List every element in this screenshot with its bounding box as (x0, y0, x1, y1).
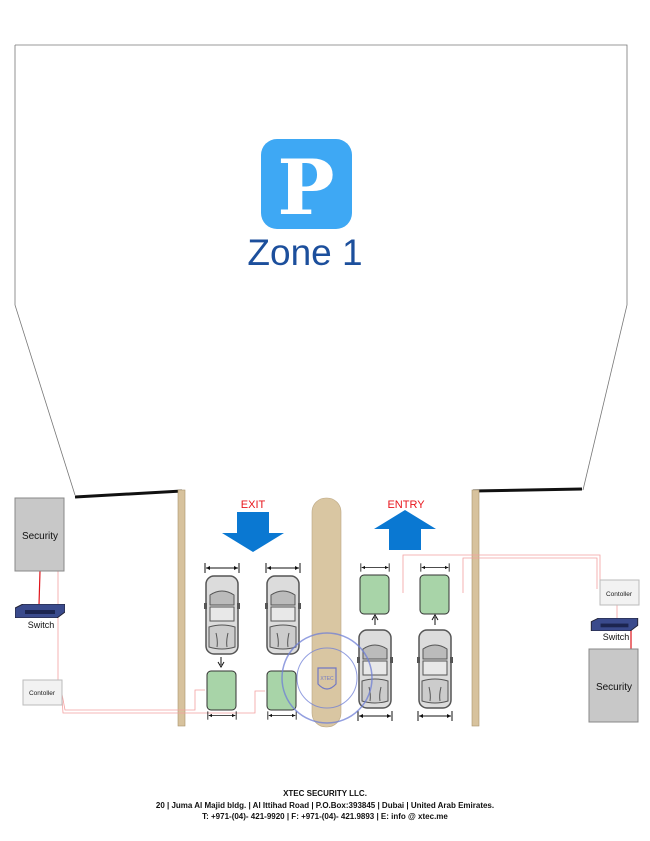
zone-title: Zone 1 (247, 232, 362, 273)
barrier-reader[interactable] (359, 574, 390, 615)
security-switch-link-left (38, 570, 41, 606)
entry-arrow-icon (374, 510, 436, 550)
dimension-marker (265, 563, 301, 573)
car-icon (417, 629, 453, 709)
left-post (177, 489, 186, 727)
car-icon (357, 629, 393, 709)
down-arrow-icon (217, 657, 225, 668)
controller-left[interactable] (22, 679, 63, 706)
footer-company: XTEC SECURITY LLC. (283, 789, 367, 798)
network-switch-icon[interactable] (590, 618, 639, 631)
controller-label: Contoller (29, 690, 56, 697)
up-arrow-icon (431, 614, 439, 625)
zone-outline (14, 44, 628, 496)
footer-contact: T: +971-(04)- 421-9920 | F: +971-(04)- 4… (202, 812, 448, 821)
exit-arrow-icon (222, 512, 284, 552)
barrier-reader[interactable] (206, 670, 237, 711)
stamp-center-text: XTEC (320, 676, 334, 682)
security-label: Security (596, 682, 632, 693)
barrier-reader[interactable] (266, 670, 297, 711)
cabling (57, 554, 618, 714)
dimension-marker (207, 711, 237, 720)
controller-label: Contoller (606, 591, 633, 598)
security-label: Security (22, 531, 58, 542)
controller-right[interactable] (599, 579, 640, 606)
exit-label: EXIT (241, 499, 266, 511)
entry-label: ENTRY (387, 499, 425, 511)
footer: XTEC SECURITY LLC. 20 | Juma Al Majid bl… (0, 788, 650, 823)
car-icon (265, 575, 301, 655)
dimension-marker (417, 711, 453, 721)
barrier-reader[interactable] (419, 574, 450, 615)
up-arrow-icon (371, 614, 379, 625)
switch-label: Switch (603, 632, 630, 642)
car-icon (204, 575, 240, 655)
right-post (471, 489, 480, 727)
network-switch-icon[interactable] (15, 604, 65, 618)
left-wall (74, 489, 183, 499)
dimension-marker (420, 563, 450, 572)
parking-icon-letter: P (277, 143, 334, 232)
footer-address: 20 | Juma Al Majid bldg. | Al Ittihad Ro… (155, 800, 495, 810)
right-wall (472, 487, 583, 493)
switch-label: Switch (28, 620, 55, 630)
center-island (311, 497, 342, 728)
security-cabinet-left[interactable] (14, 497, 65, 572)
dimension-marker (204, 563, 240, 573)
parking-icon: P (261, 139, 352, 232)
dimension-marker (357, 711, 393, 721)
security-cabinet-right[interactable] (588, 648, 639, 723)
dimension-marker (360, 563, 390, 572)
dimension-marker (267, 711, 297, 720)
company-stamp: XTEC (281, 632, 373, 724)
